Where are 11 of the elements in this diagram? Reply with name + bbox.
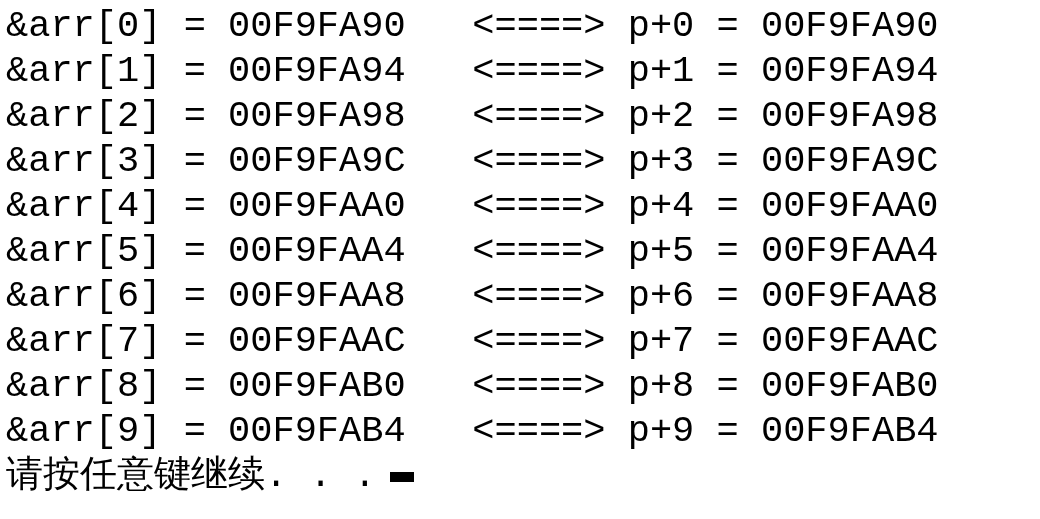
output-line: &arr[5] = 00F9FAA4 <====> p+5 = 00F9FAA4	[6, 229, 939, 274]
output-line: &arr[9] = 00F9FAB4 <====> p+9 = 00F9FAB4	[6, 409, 939, 454]
output-line: &arr[2] = 00F9FA98 <====> p+2 = 00F9FA98	[6, 94, 939, 139]
output-line: &arr[1] = 00F9FA94 <====> p+1 = 00F9FA94	[6, 49, 939, 94]
output-line: &arr[8] = 00F9FAB0 <====> p+8 = 00F9FAB0	[6, 364, 939, 409]
output-line: &arr[0] = 00F9FA90 <====> p+0 = 00F9FA90	[6, 4, 939, 49]
output-line: &arr[3] = 00F9FA9C <====> p+3 = 00F9FA9C	[6, 139, 939, 184]
output-line: &arr[6] = 00F9FAA8 <====> p+6 = 00F9FAA8	[6, 274, 939, 319]
output-line: &arr[7] = 00F9FAAC <====> p+7 = 00F9FAAC	[6, 319, 939, 364]
prompt-text: 请按任意键继续. . .	[6, 454, 377, 499]
output-line: &arr[4] = 00F9FAA0 <====> p+4 = 00F9FAA0	[6, 184, 939, 229]
